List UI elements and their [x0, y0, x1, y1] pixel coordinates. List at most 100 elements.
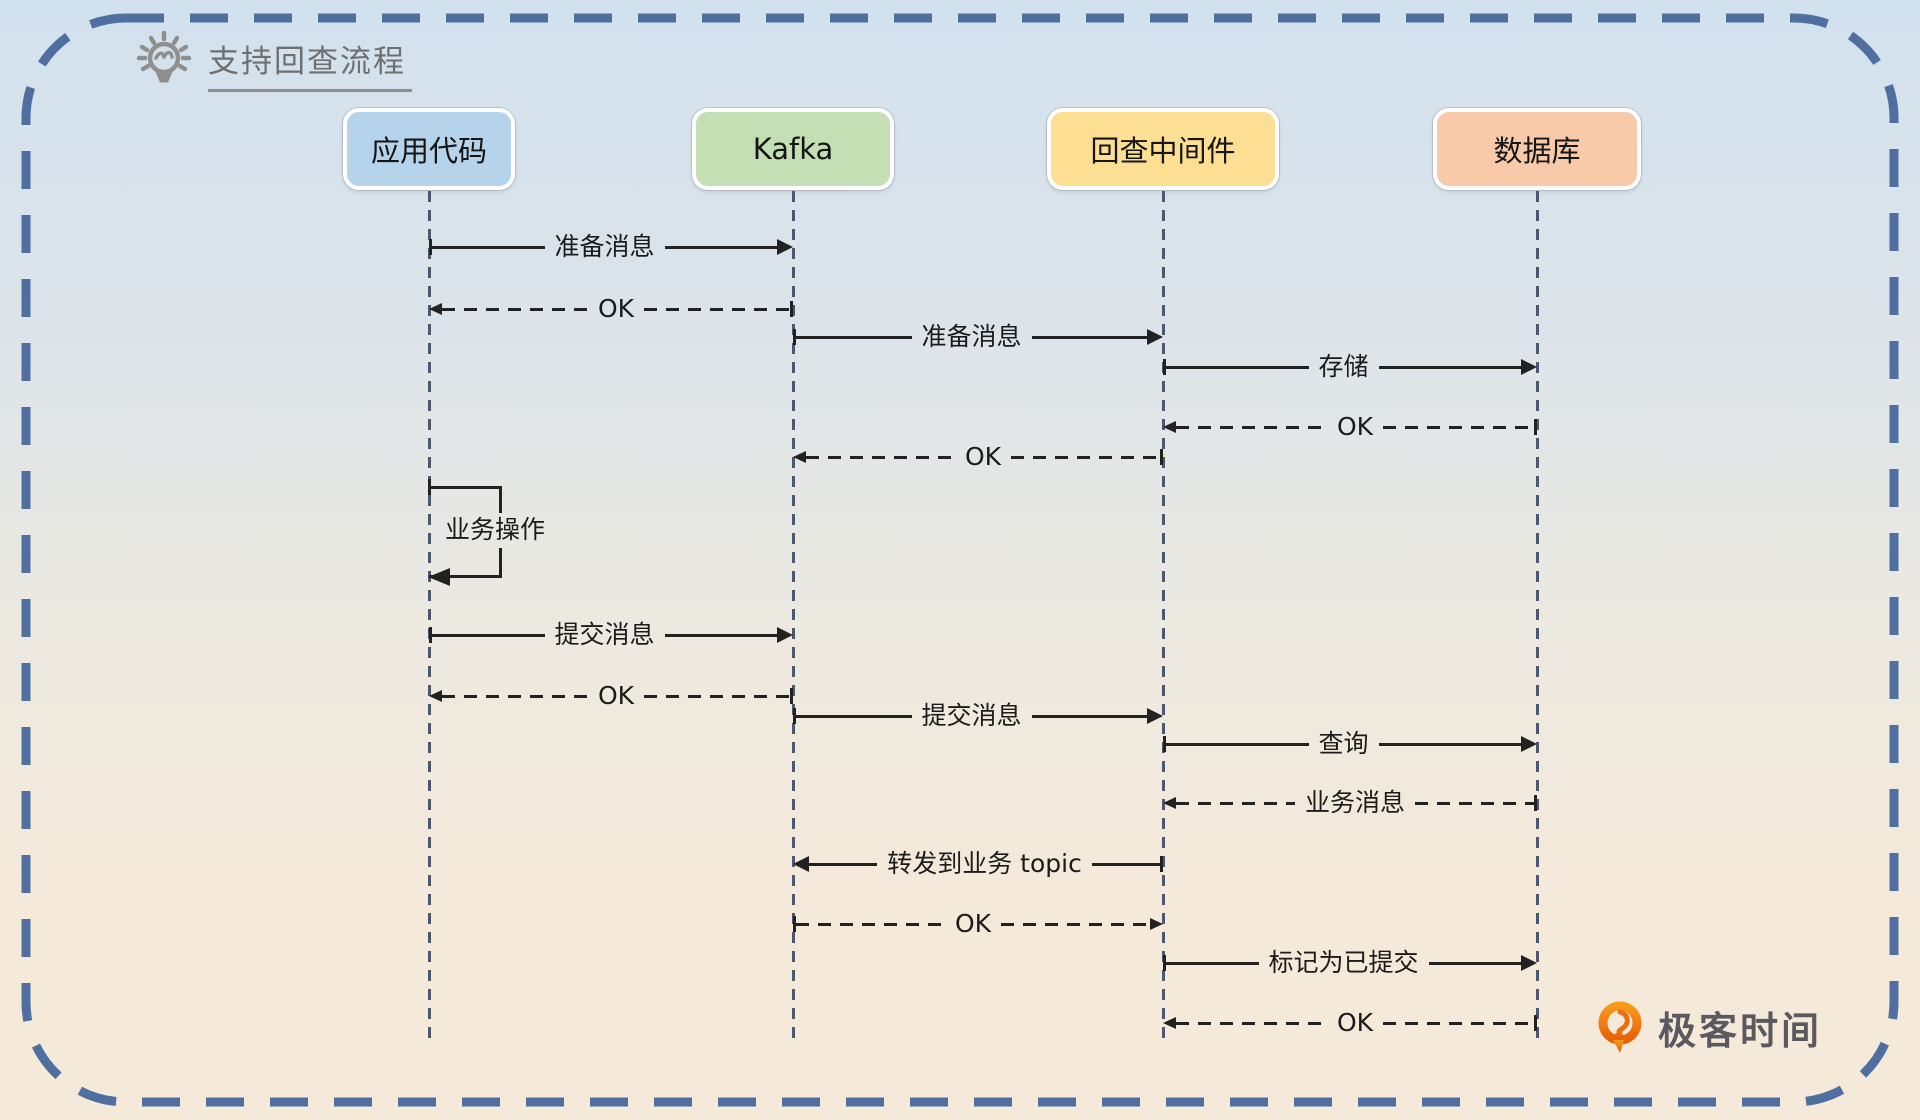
message-line — [1176, 425, 1327, 429]
start-tick — [793, 916, 796, 932]
message-line — [1031, 714, 1148, 718]
lifeline-kafka — [791, 191, 795, 1043]
arrowhead-left — [429, 303, 442, 315]
start-tick — [1534, 795, 1538, 811]
participant-middleware: 回查中间件 — [1047, 108, 1279, 190]
arrowhead-left — [429, 690, 442, 702]
self-loop-right — [499, 548, 502, 575]
participant-label: 回查中间件 — [1090, 134, 1236, 168]
arrowhead-left — [793, 856, 809, 872]
message-line — [442, 694, 588, 698]
participant-kafka: Kafka — [692, 108, 894, 190]
self-loop-bottom — [429, 575, 502, 578]
start-tick — [790, 301, 794, 317]
message-line — [644, 307, 791, 311]
message-2: OK — [429, 293, 794, 325]
start-tick — [1163, 955, 1166, 971]
message-15: 标记为已提交 — [1163, 947, 1538, 979]
message-line — [1031, 335, 1148, 339]
diagram-title: 支持回查流程 — [134, 30, 412, 94]
message-line — [1378, 742, 1522, 746]
message-label: OK — [964, 442, 1002, 472]
message-line — [1166, 742, 1309, 746]
message-line — [432, 633, 545, 637]
message-1: 准备消息 — [429, 231, 794, 263]
arrowhead-left — [1163, 421, 1176, 433]
message-7-self: 业务操作 — [428, 479, 569, 587]
message-line — [1383, 425, 1535, 429]
arrowhead-right — [777, 627, 794, 643]
message-line — [432, 245, 545, 249]
diagram-title-text: 支持回查流程 — [208, 30, 412, 92]
brand-watermark: 极客时间 — [1594, 998, 1822, 1056]
message-label: 查询 — [1318, 729, 1369, 759]
message-label: 提交消息 — [921, 701, 1022, 731]
message-label: 业务消息 — [1305, 788, 1406, 818]
lightbulb-icon — [136, 30, 192, 83]
message-label: 标记为已提交 — [1268, 948, 1419, 978]
brand-name: 极客时间 — [1658, 1008, 1823, 1053]
geektime-logo-icon — [1598, 1001, 1642, 1053]
message-line — [1176, 1021, 1327, 1025]
message-11: 查询 — [1163, 728, 1538, 760]
message-line — [1166, 365, 1309, 369]
self-loop-top — [429, 486, 502, 489]
arrowhead-right — [1147, 329, 1164, 345]
message-label: 准备消息 — [554, 232, 655, 262]
arrowhead-left — [793, 451, 806, 463]
participant-db: 数据库 — [1433, 108, 1641, 190]
message-label: 提交消息 — [554, 620, 655, 650]
message-label: OK — [1336, 412, 1374, 442]
lifeline-db — [1535, 191, 1539, 1043]
message-line — [806, 455, 955, 459]
arrowhead-right — [1521, 736, 1538, 752]
message-13: 转发到业务 topic — [793, 848, 1164, 880]
message-label: 转发到业务 topic — [887, 849, 1082, 879]
message-label: OK — [1336, 1008, 1374, 1038]
message-line — [796, 714, 912, 718]
message-label: 准备消息 — [921, 322, 1022, 352]
message-line — [442, 307, 588, 311]
message-label: OK — [597, 681, 635, 711]
start-tick — [1160, 856, 1164, 872]
message-6: OK — [793, 441, 1164, 473]
message-9: OK — [429, 680, 794, 712]
start-tick — [1534, 419, 1538, 435]
message-line — [664, 633, 778, 637]
self-loop-right — [499, 486, 502, 513]
participant-label: 数据库 — [1493, 134, 1581, 168]
message-line — [1176, 801, 1295, 805]
message-14: OK — [793, 908, 1164, 940]
participant-label: Kafka — [752, 132, 834, 166]
message-line — [809, 862, 878, 866]
message-label: OK — [954, 909, 992, 939]
participant-app: 应用代码 — [343, 108, 515, 190]
message-line — [796, 922, 945, 926]
arrowhead-right — [1521, 955, 1538, 971]
arrowhead-right — [1147, 708, 1164, 724]
arrowhead-right — [1150, 918, 1164, 930]
message-label: OK — [597, 294, 635, 324]
participant-label: 应用代码 — [370, 134, 487, 168]
message-line — [1415, 801, 1535, 805]
message-line — [1378, 365, 1522, 369]
arrowhead-left — [428, 568, 450, 586]
message-line — [1428, 961, 1522, 965]
lifeline-app — [427, 191, 431, 1043]
arrowhead-left — [1163, 1017, 1176, 1029]
start-tick — [793, 708, 796, 724]
message-line — [1001, 922, 1151, 926]
start-tick — [1163, 359, 1166, 375]
start-tick — [793, 329, 796, 345]
message-8: 提交消息 — [429, 619, 794, 651]
start-tick — [790, 688, 794, 704]
message-5: OK — [1163, 411, 1538, 443]
arrowhead-left — [1163, 797, 1176, 809]
arrowhead-right — [1521, 359, 1538, 375]
arrowhead-right — [777, 239, 794, 255]
message-label: 业务操作 — [445, 515, 546, 544]
message-16: OK — [1163, 1007, 1538, 1039]
start-tick — [429, 627, 432, 643]
